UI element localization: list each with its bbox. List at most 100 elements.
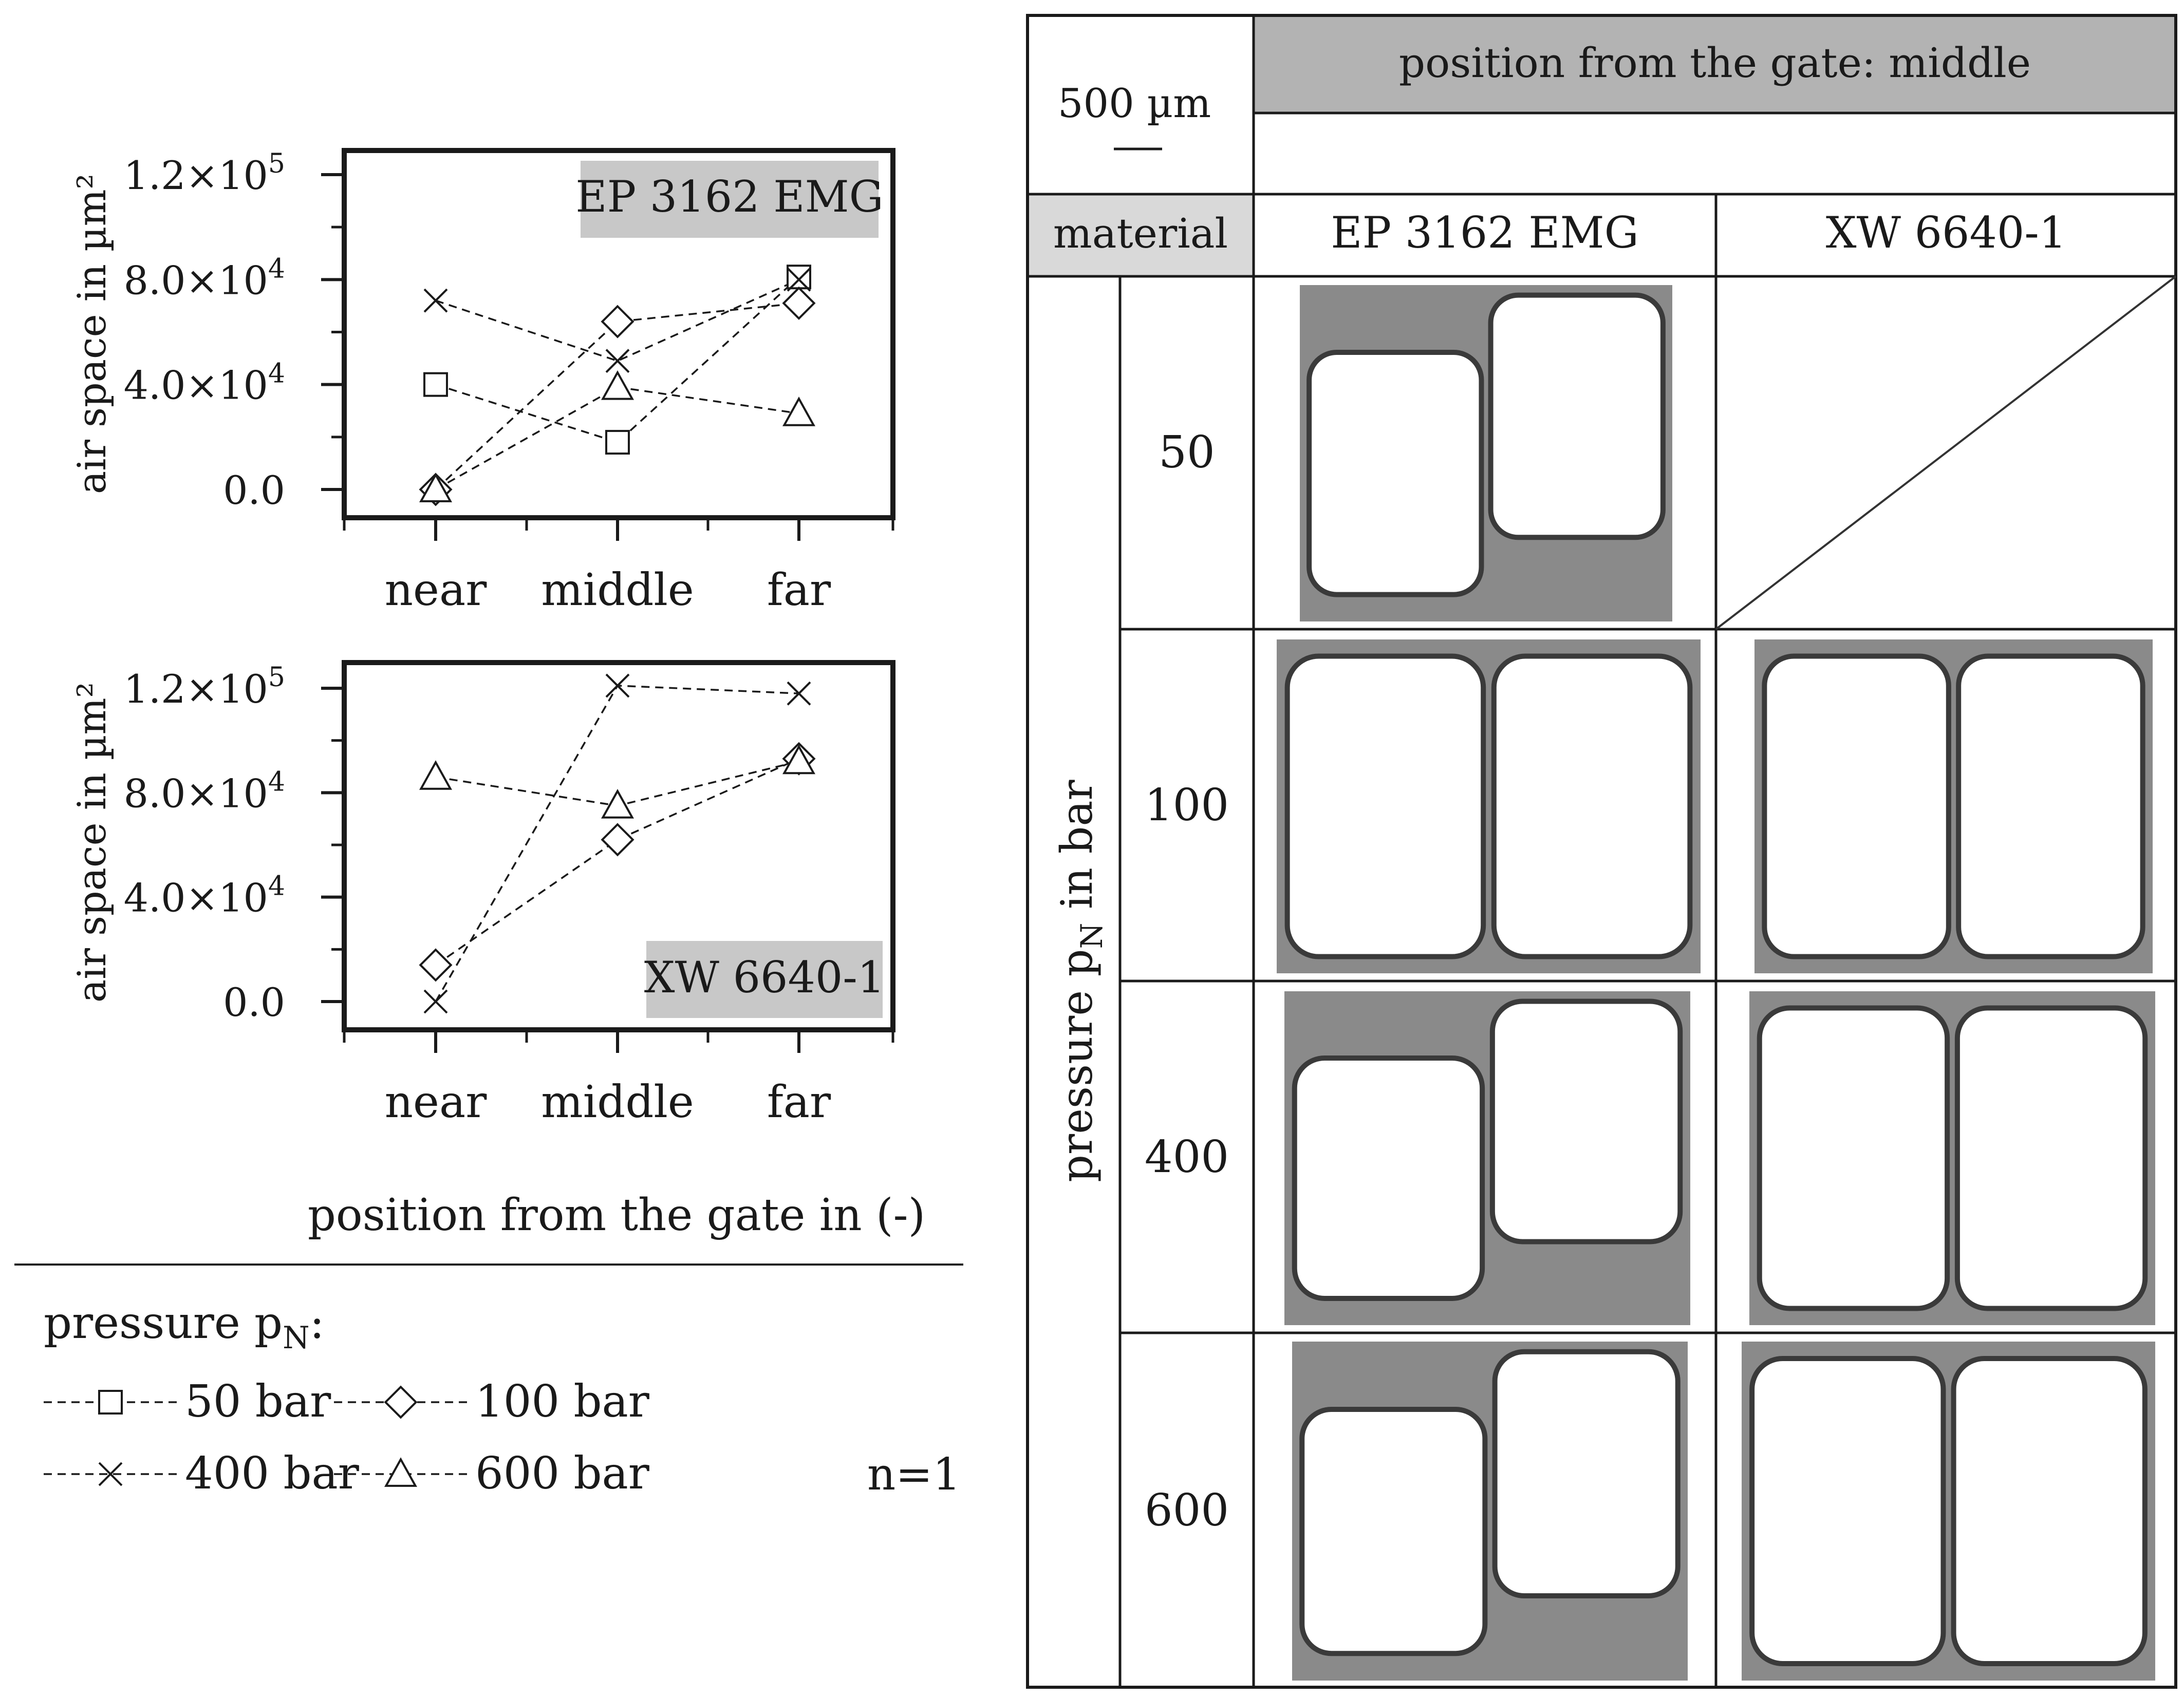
pressure-label: 400 [1145, 1132, 1229, 1183]
legend-marker [384, 1457, 417, 1487]
data-point-x [787, 681, 811, 706]
series-line [435, 278, 799, 362]
micrograph-xw6640-400bar [1749, 991, 2155, 1325]
legend-marker [384, 1385, 418, 1419]
micrograph-table: 500 µm position from the gate: middle ma… [1026, 14, 2177, 1689]
panel-label: EP 3162 EMG [575, 172, 883, 222]
y-tick-label: 1.2×105 [124, 148, 285, 198]
data-point-square [787, 265, 811, 290]
series-line [435, 276, 800, 444]
position-header: position from the gate: middle [1399, 39, 2031, 87]
y-tick-label: 0.0 [223, 979, 285, 1025]
data-point-square [605, 430, 630, 455]
legend-item: 50 bar [44, 1376, 331, 1427]
micrograph-ep3162-400bar [1284, 991, 1690, 1325]
data-point-square [423, 372, 448, 397]
panel-label-box [646, 941, 883, 1018]
pressure-label: 100 [1145, 780, 1229, 831]
pore-cavity [1306, 350, 1484, 597]
data-point-triangle [419, 760, 452, 790]
pore-cavity [1488, 292, 1666, 540]
pore-cavity [1954, 1005, 2148, 1311]
x-tick-label: middle [541, 1077, 694, 1128]
micrograph-xw6640-100bar [1754, 639, 2153, 973]
data-point-triangle [419, 473, 452, 502]
pore-cavity [1491, 653, 1693, 959]
pore-cavity [1489, 998, 1683, 1245]
data-point-diamond [419, 948, 453, 982]
micrographs [1277, 285, 2155, 1681]
data-point-triangle [601, 789, 634, 819]
data-point-x-stroke [605, 673, 630, 698]
data-point-x [423, 288, 448, 313]
data-point-diamond [601, 823, 634, 857]
panel-label-box [581, 161, 879, 238]
micrograph-xw6640-600bar [1742, 1342, 2155, 1681]
micrograph-ep3162-100bar [1277, 639, 1701, 973]
y-axis-label: air space in µm² [69, 174, 115, 494]
pore-cavity [1284, 653, 1486, 959]
series-line [435, 758, 799, 966]
y-tick-label: 1.2×105 [124, 662, 285, 712]
data-point-triangle [601, 370, 634, 400]
legend-item: 600 bar [334, 1448, 650, 1499]
material-xw6640: XW 6640-1 [1826, 208, 2066, 258]
pore-cavity [1492, 1349, 1681, 1599]
table-border [1026, 14, 2177, 1689]
y-tick-label: 8.0×104 [124, 766, 285, 816]
legend-marker [98, 1390, 123, 1415]
position-header-cell [1254, 15, 2176, 113]
axis-ticks [321, 687, 894, 1053]
no-sample-diagonal [1715, 275, 2177, 630]
scale-bar-label: 500 µm [1058, 81, 1211, 127]
legend-item: 400 bar [44, 1448, 360, 1499]
legend-label: 100 bar [475, 1376, 650, 1427]
legend-marker-stroke [98, 1462, 123, 1486]
micrograph-ep3162-600bar [1292, 1342, 1688, 1681]
data-point-x [423, 989, 448, 1014]
pore-cavity [1749, 1356, 1946, 1666]
chart-panel-ep3162: EP 3162 EMG air space in µm² 0.0 4.0×104 8… [69, 148, 895, 616]
y-tick-label: 0.0 [223, 467, 285, 513]
y-tick-label: 4.0×104 [124, 359, 285, 408]
sample-count-note: n=1 [867, 1449, 961, 1500]
legend-label: 600 bar [475, 1448, 650, 1499]
series-markers [419, 265, 816, 506]
material-ep3162: EP 3162 EMG [1331, 208, 1638, 258]
y-tick-label: 4.0×104 [124, 871, 285, 921]
material-header: material [1053, 210, 1228, 257]
legend: pressure pN: 50 bar 100 bar 400 bar 600 bar… [44, 1297, 961, 1500]
x-axis-label: position from the gate in (-) [308, 1190, 925, 1241]
x-tick-label: near [385, 564, 488, 616]
y-tick-label: 8.0×104 [124, 253, 285, 303]
pore-cavity [1292, 1055, 1485, 1301]
data-point-diamond [782, 286, 816, 320]
data-point-triangle [782, 397, 815, 426]
data-point-x-stroke [605, 349, 630, 373]
pressure-axis-label: pressure pN in bar [1052, 779, 1109, 1182]
series-markers [419, 673, 816, 1014]
data-point-x-stroke [423, 288, 448, 313]
y-tick-labels: 0.0 4.0×104 8.0×104 1.2×105 [124, 148, 285, 513]
y-axis-label: air space in µm² [69, 682, 115, 1003]
data-point-x [605, 673, 630, 698]
data-point-x-stroke [787, 681, 811, 706]
legend-label: 50 bar [185, 1376, 331, 1427]
x-tick-label: near [385, 1077, 488, 1128]
pressure-label: 50 [1159, 427, 1215, 478]
micrograph-ep3162-50bar [1300, 285, 1672, 621]
y-tick-labels: 0.0 4.0×104 8.0×104 1.2×105 [124, 662, 285, 1025]
data-point-x-stroke [787, 267, 811, 292]
legend-title: pressure pN: [44, 1297, 325, 1356]
material-header-cell [1028, 194, 1254, 276]
table-grid [1028, 15, 2176, 1687]
data-point-x [605, 349, 630, 373]
legend-marker [98, 1462, 123, 1486]
x-tick-label: far [767, 564, 831, 616]
pore-cavity [1951, 1356, 2148, 1666]
pore-cavity [1757, 1005, 1950, 1311]
